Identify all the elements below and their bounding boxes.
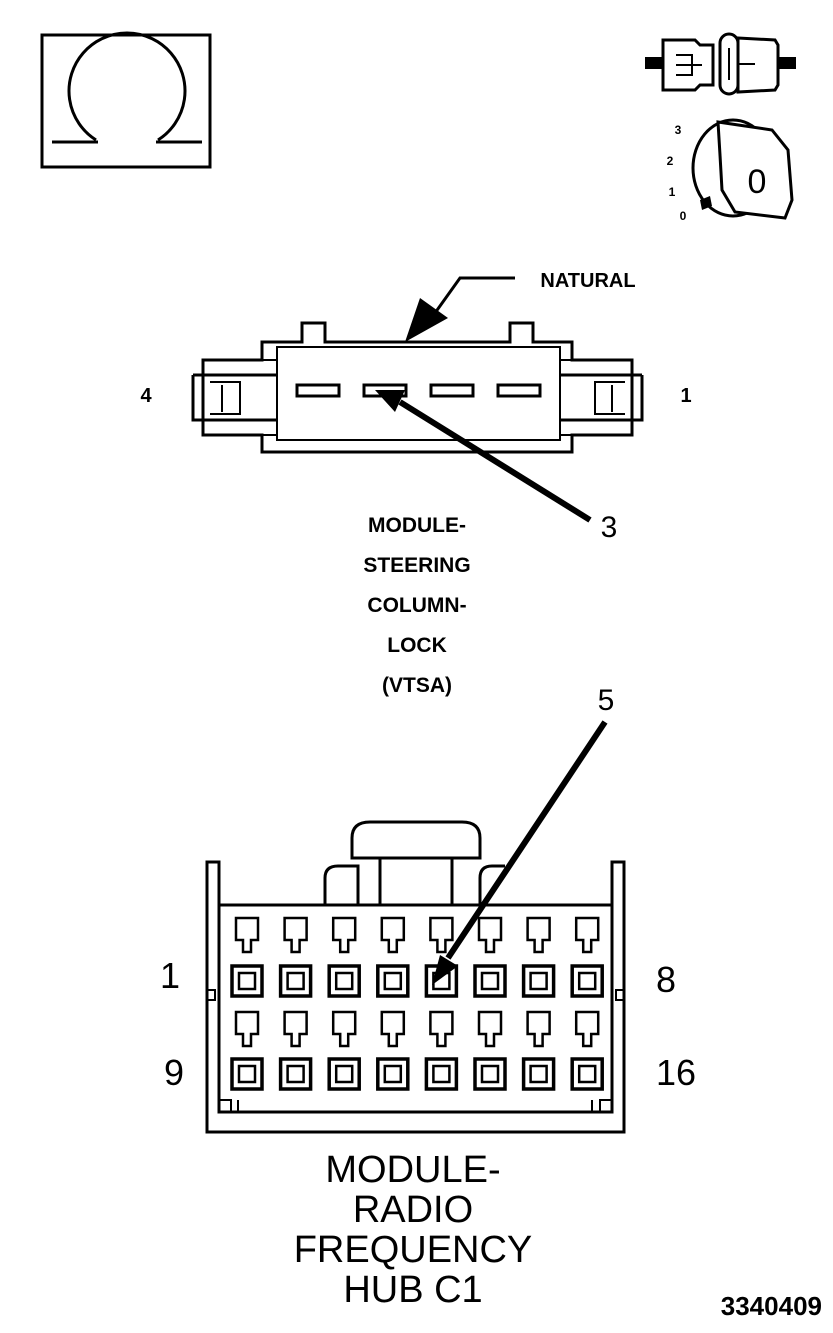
- cavity-latch-tab: [477, 916, 503, 954]
- cavity-latch-tab: [331, 1010, 357, 1048]
- callout-3-label: 3: [601, 511, 618, 544]
- disconnected-connector-icon: [645, 32, 796, 96]
- cavity-latch-tab: [380, 1010, 406, 1048]
- terminal-cavity-inner: [432, 1064, 451, 1084]
- ohm-symbol-icon: [40, 31, 212, 169]
- terminal-cavity-4: [376, 964, 410, 998]
- terminal-cavity-inner: [529, 971, 548, 991]
- terminal-cavity-12: [376, 1057, 410, 1091]
- terminal-cavity-3: [327, 964, 361, 998]
- natural-color-label: NATURAL: [540, 270, 635, 292]
- terminal-cavity-inner: [334, 971, 354, 991]
- cavity-latch-tab: [234, 916, 260, 954]
- vtsa-connector: NATURAL 4 1 3 MODULE- STEERING COLUMN- L…: [140, 270, 691, 697]
- terminal-cavity-13: [424, 1057, 459, 1091]
- rf-hub-title-line-2: RADIO: [353, 1189, 473, 1231]
- callout-5-label: 5: [598, 684, 615, 717]
- terminal-cavity-inner: [480, 971, 500, 991]
- callout-3-arrow: [375, 390, 405, 412]
- vtsa-title-line-1: MODULE-: [368, 514, 466, 537]
- terminal-cavity-inner: [529, 1064, 548, 1084]
- terminal-cavity-11: [327, 1057, 361, 1091]
- terminal-cavity-14: [473, 1057, 507, 1091]
- terminal-cavity-inner: [383, 971, 403, 991]
- terminal-cavity-inner: [383, 1064, 403, 1084]
- vtsa-pin-slot: [295, 383, 341, 398]
- cavity-latch-tab: [380, 916, 406, 954]
- rf-pin-16-label: 16: [656, 1052, 696, 1093]
- rf-hub-title-line-4: HUB C1: [343, 1269, 482, 1311]
- cavity-latch-tab: [526, 916, 551, 954]
- cavity-latch-tab: [477, 1010, 503, 1048]
- key-position-3: 3: [675, 123, 682, 137]
- vtsa-pin-slot: [429, 383, 475, 398]
- key-position-0: 0: [680, 209, 687, 223]
- terminal-cavity-inner: [237, 1064, 257, 1084]
- cavity-latch-tab: [526, 1010, 551, 1048]
- vtsa-pin-slot: [496, 383, 542, 398]
- cavity-latch-tab: [283, 916, 308, 954]
- key-position-1: 1: [669, 185, 676, 199]
- vtsa-pin-1-label: 1: [680, 385, 691, 407]
- terminal-cavity-inner: [286, 971, 305, 991]
- key-label: 0: [748, 163, 767, 201]
- vtsa-pin-4-label: 4: [140, 385, 152, 407]
- terminal-cavity-10: [278, 1057, 313, 1091]
- vtsa-title-line-3: COLUMN-: [367, 594, 466, 617]
- rf-pin-9-label: 9: [164, 1052, 184, 1093]
- terminal-cavity-inner: [432, 971, 451, 991]
- terminal-cavity-1: [230, 964, 264, 998]
- rf-hub-cavities: [230, 916, 604, 1091]
- terminal-cavity-inner: [237, 971, 257, 991]
- cavity-latch-tab: [429, 1010, 454, 1048]
- rf-pin-8-label: 8: [656, 959, 676, 1000]
- terminal-cavity-2: [278, 964, 313, 998]
- cavity-latch-tab: [429, 916, 454, 954]
- cavity-latch-tab: [331, 916, 357, 954]
- terminal-cavity-6: [473, 964, 507, 998]
- vtsa-title-line-2: STEERING: [363, 554, 470, 577]
- terminal-cavity-inner: [480, 1064, 500, 1084]
- cavity-latch-tab: [574, 1010, 600, 1048]
- terminal-cavity-inner: [286, 1064, 305, 1084]
- terminal-cavity-15: [521, 1057, 556, 1091]
- terminal-cavity-16: [570, 1057, 604, 1091]
- rf-pin-1-label: 1: [160, 955, 180, 996]
- figure-number: 3340409: [721, 1291, 822, 1321]
- cavity-latch-tab: [574, 916, 600, 954]
- rf-hub-title-line-3: FREQUENCY: [294, 1229, 533, 1271]
- vtsa-title-line-5: (VTSA): [382, 674, 452, 697]
- terminal-cavity-7: [521, 964, 556, 998]
- terminal-cavity-9: [230, 1057, 264, 1091]
- cavity-latch-tab: [283, 1010, 308, 1048]
- natural-arrow: [405, 298, 448, 342]
- vtsa-title-line-4: LOCK: [387, 634, 447, 657]
- terminal-cavity-inner: [577, 1064, 597, 1084]
- terminal-cavity-inner: [577, 971, 597, 991]
- cavity-latch-tab: [234, 1010, 260, 1048]
- rf-hub-connector: 5 1 8 9 16 MODULE- RADIO FREQUENCY HUB C…: [160, 684, 696, 1311]
- callout-5-arrow: [432, 955, 458, 985]
- rf-hub-title-line-1: MODULE-: [325, 1149, 500, 1191]
- terminal-cavity-5: [424, 964, 459, 998]
- terminal-cavity-8: [570, 964, 604, 998]
- key-position-2: 2: [667, 154, 674, 168]
- terminal-cavity-inner: [334, 1064, 354, 1084]
- ignition-key-icon: 3 2 1 0 0: [667, 118, 794, 223]
